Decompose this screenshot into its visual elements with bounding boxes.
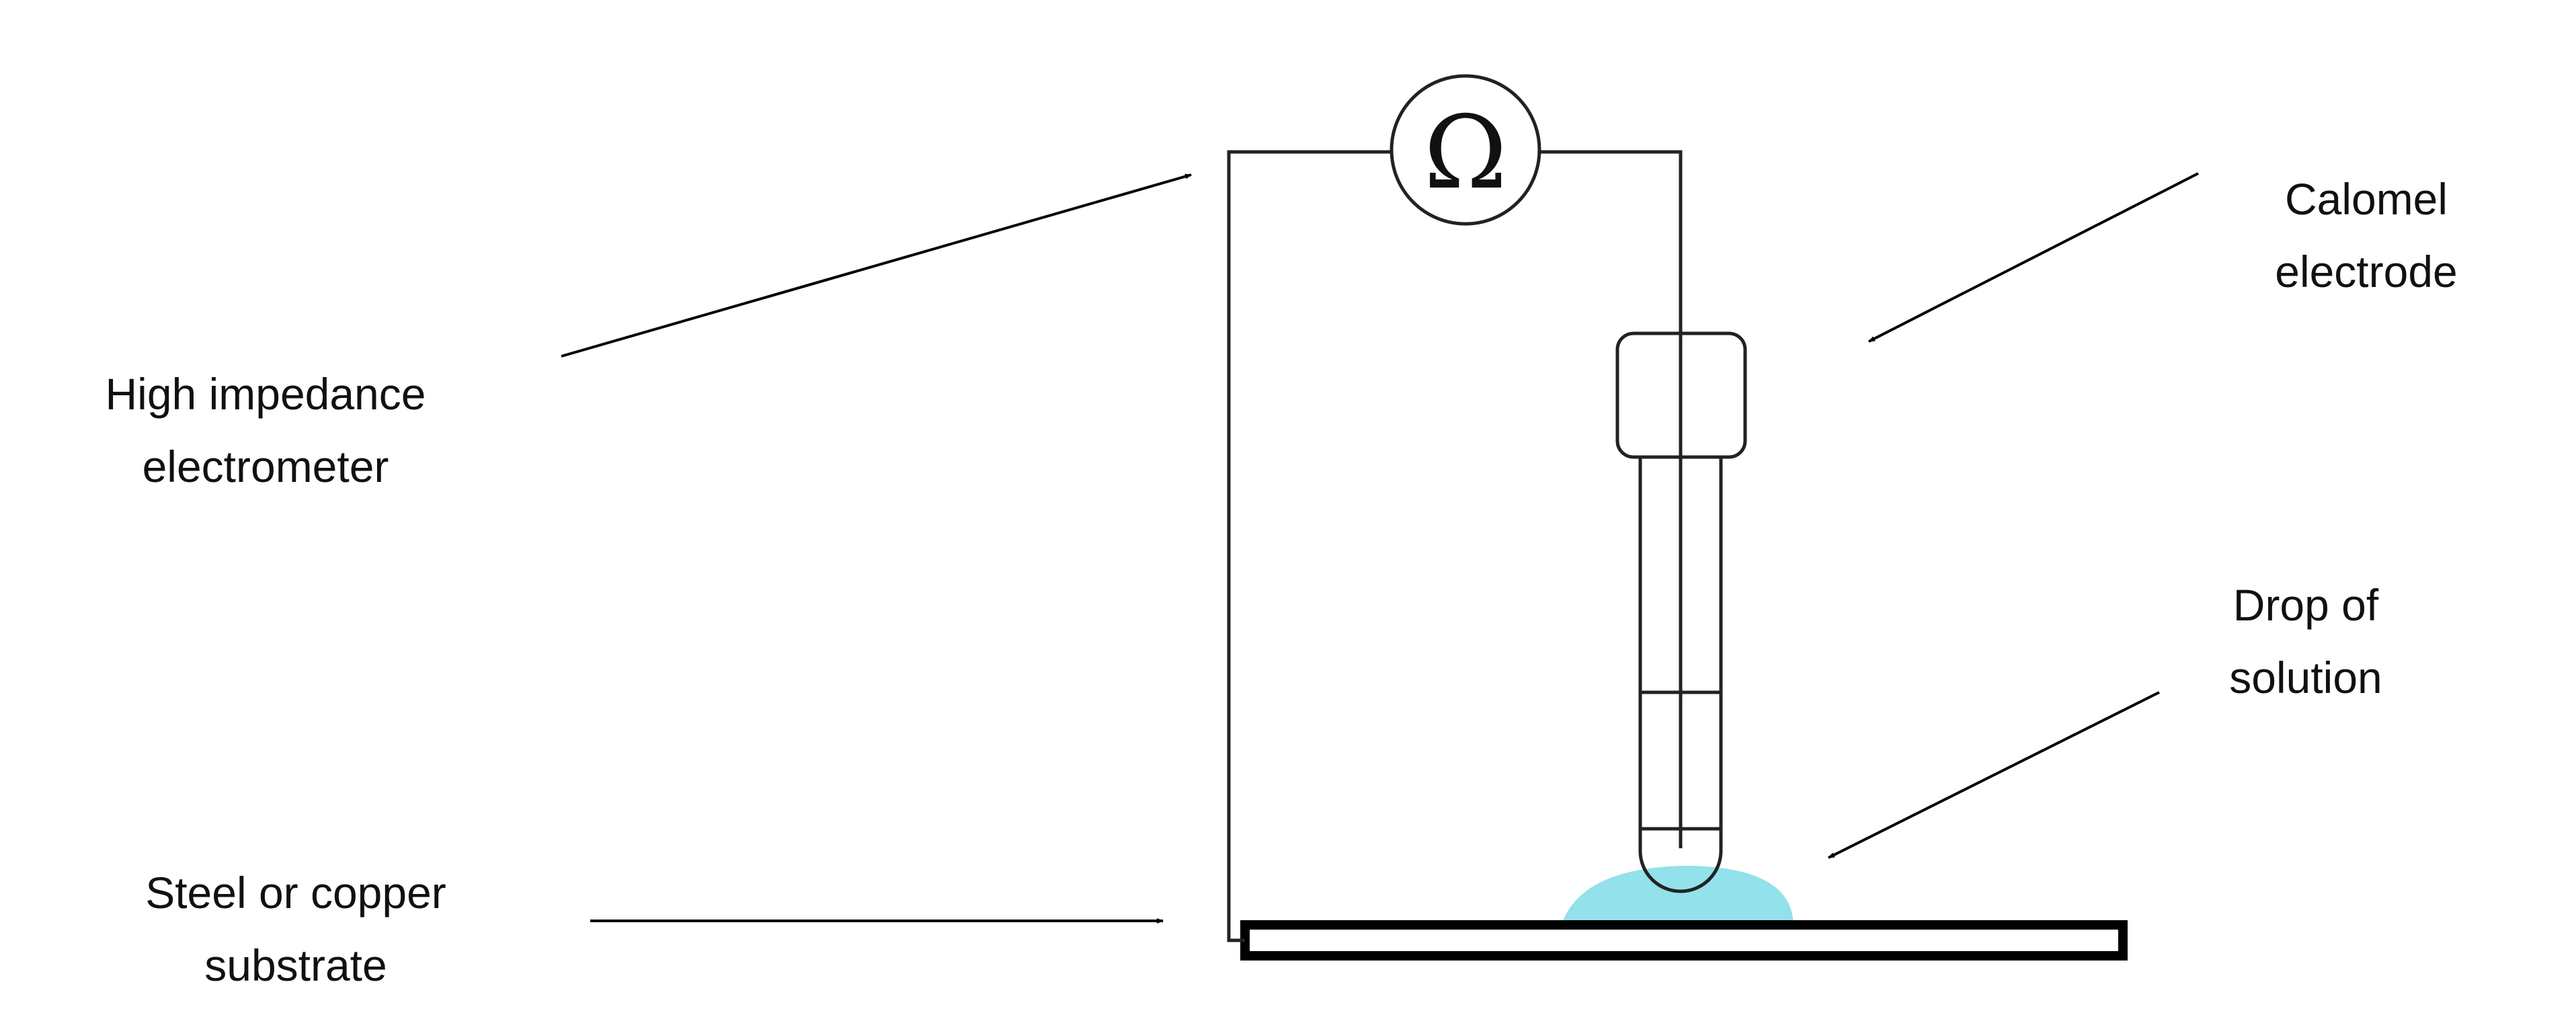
- calomel-label-line2: electrode: [2275, 247, 2458, 296]
- electrometer-arrow: [561, 173, 1192, 358]
- electrometer-label-line2: electrometer: [142, 442, 389, 491]
- circuit-wire-left: [1227, 150, 1392, 942]
- substrate-bar: [1240, 920, 2128, 961]
- drop-label: Drop of solution: [2171, 569, 2440, 714]
- calomel-label-line1: Calomel: [2284, 174, 2448, 224]
- drop-arrow: [1828, 691, 2160, 859]
- electrometer-label: High impedance electrometer: [61, 358, 471, 503]
- drop-label-line2: solution: [2229, 653, 2382, 702]
- calomel-electrode: [1615, 331, 1747, 893]
- substrate-label-line2: substrate: [204, 940, 387, 990]
- electrometer-label-line1: High impedance: [105, 369, 426, 419]
- solution-drop: [1561, 866, 1794, 926]
- electrode-tube: [1638, 457, 1723, 893]
- circuit-wire-right: [1539, 150, 1683, 336]
- substrate-label-line1: Steel or copper: [145, 868, 446, 918]
- substrate-label: Steel or copper substrate: [94, 856, 497, 1002]
- electrometer-circle: [1390, 74, 1541, 226]
- drop-label-line1: Drop of: [2232, 580, 2379, 630]
- ohm-symbol: Ω: [1424, 95, 1507, 212]
- calomel-label: Calomel electrode: [2232, 163, 2501, 308]
- calomel-arrow: [1868, 172, 2199, 343]
